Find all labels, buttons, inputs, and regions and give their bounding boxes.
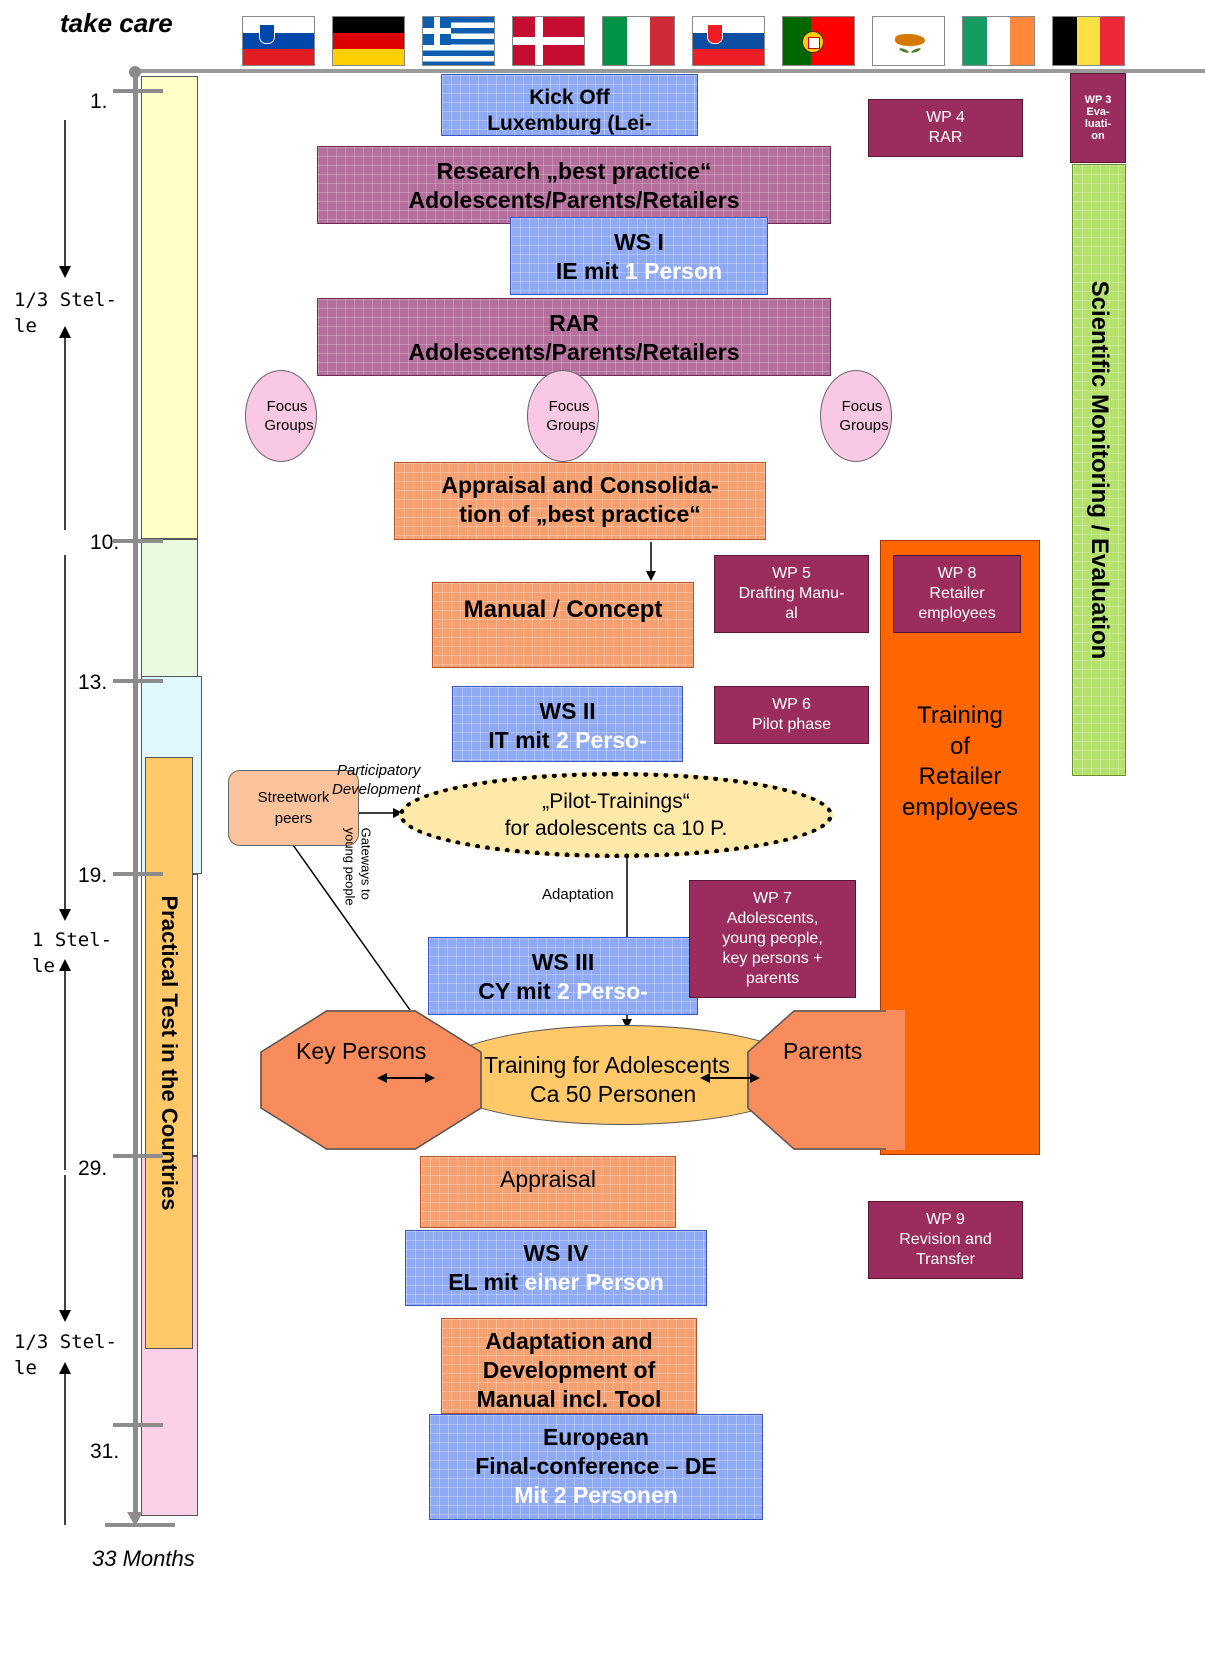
staffing-label: 1 Stel-le <box>32 929 113 977</box>
research-box: Research „best practice“Adolescents/Pare… <box>317 146 831 224</box>
scientific-monitoring-label: Scientific Monitoring / Evaluation <box>1086 280 1113 660</box>
month-label: 10. <box>90 531 120 554</box>
retailer-training-box: Training of Retailer employees <box>880 540 1040 1155</box>
practical-test-box: Practical Test in the Countries <box>145 757 193 1349</box>
workshop-4-box: WS IV EL mit einer Person <box>405 1230 707 1306</box>
phase-strip-1 <box>141 76 198 539</box>
training-adolescents-label: Training for Adolescents Ca 50 Personen <box>484 1052 730 1107</box>
pilot-trainings-ellipse: „Pilot-Trainings“for adolescents ca 10 P… <box>399 772 833 858</box>
month-label: 19. <box>78 864 108 887</box>
final-conference-box: European Final-conference – DE Mit 2 Per… <box>429 1414 763 1520</box>
month-label: 13. <box>78 671 108 694</box>
key-persons-octagon <box>260 1010 482 1150</box>
timeline-arrowhead <box>127 1512 143 1526</box>
key-persons-outline <box>260 1010 482 1150</box>
cyprus-flag <box>872 16 945 66</box>
tick-1 <box>113 89 163 93</box>
adaptation-development-box: Adaptation and Development of Manual inc… <box>441 1318 697 1414</box>
tick-31 <box>113 1423 163 1427</box>
workshop-1-box: WS I IE mit 1 Person <box>510 217 768 295</box>
greece-flag <box>422 16 495 66</box>
timeline-bottom-rule <box>105 1523 175 1527</box>
phase-strip-2 <box>141 539 198 677</box>
belgium-flag <box>1052 16 1125 66</box>
month-label: 31. <box>90 1440 120 1463</box>
timeline-axis <box>133 72 138 1522</box>
retailer-training-label: Training <box>917 702 1003 729</box>
header-title: take care <box>60 8 173 38</box>
key-persons-label: Key Persons <box>296 1038 427 1064</box>
slovenia-flag <box>242 16 315 66</box>
tick-29 <box>113 1154 163 1158</box>
parents-label: Parents <box>783 1038 863 1064</box>
workshop-3-box: WS III CY mit 2 Perso- <box>428 937 698 1015</box>
footer-duration: 33 Months <box>92 1546 195 1571</box>
tick-13 <box>113 679 163 683</box>
denmark-flag <box>512 16 585 66</box>
italy-flag <box>602 16 675 66</box>
month-label: 29. <box>78 1157 108 1180</box>
parents-octagon <box>747 1010 905 1150</box>
appraisal-consolidation-box: Appraisal and Consolida-tion of „best pr… <box>394 462 766 540</box>
staffing-label: 1/3 Stel-le <box>14 289 117 337</box>
ireland-flag <box>962 16 1035 66</box>
workshop-2-box: WS II IT mit 2 Perso- <box>452 686 683 762</box>
month-label: 1. <box>90 90 108 113</box>
scientific-monitoring-bar: Scientific Monitoring / Evaluation <box>1072 164 1126 776</box>
tick-19 <box>113 872 163 876</box>
appraisal-box: Appraisal <box>420 1156 676 1228</box>
slovakia-flag <box>692 16 765 66</box>
germany-flag <box>332 16 405 66</box>
parents-outline <box>747 1010 886 1150</box>
top-rule <box>130 69 1205 73</box>
staffing-label: 1/3 Stel-le <box>14 1331 117 1379</box>
practical-test-label: Practical Test in the Countries <box>157 895 182 1211</box>
tick-10 <box>113 539 163 543</box>
manual-concept-box: Manual / Concept <box>432 582 694 668</box>
adaptation-label: Adaptation <box>542 886 614 903</box>
portugal-flag <box>782 16 855 66</box>
